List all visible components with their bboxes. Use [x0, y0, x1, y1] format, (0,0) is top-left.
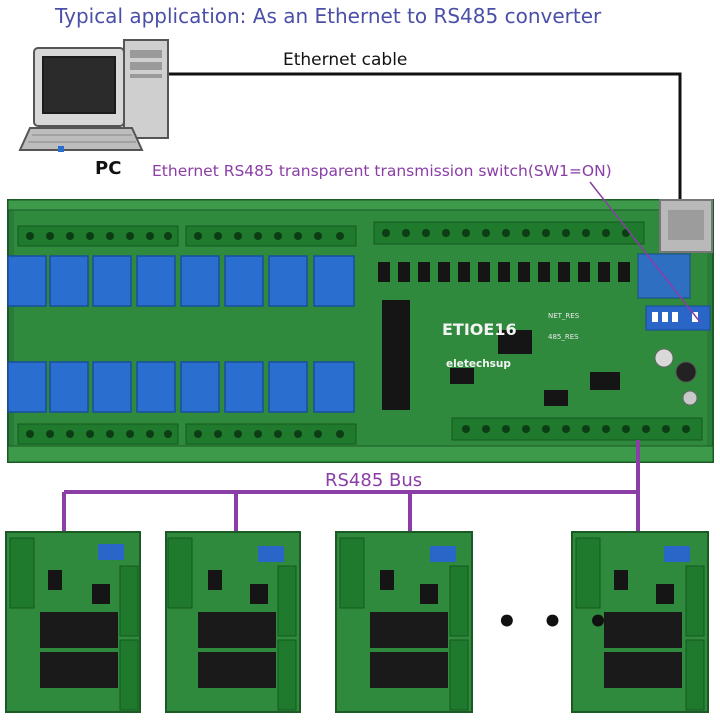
ethernet-cable-label: Ethernet cable — [283, 50, 408, 70]
board-model-label: ETIOE16 — [442, 320, 517, 339]
ethernet-cable-line — [165, 72, 682, 212]
rs485-bus-label: RS485 Bus — [325, 470, 423, 491]
rs485-slave-board-1 — [5, 531, 141, 713]
switch-pointer-line — [589, 181, 701, 323]
more-devices-ellipsis: • • • — [496, 602, 615, 642]
board-brand-label: eletechsup — [446, 358, 511, 370]
rs485-slave-board-3 — [335, 531, 473, 713]
rs485-slave-board-2 — [165, 531, 301, 713]
switch-annotation: Ethernet RS485 transparent transmission … — [152, 162, 612, 180]
net-res-label: NET_RES — [548, 312, 580, 320]
res485-label: 485_RES — [548, 333, 579, 341]
diagram-title: Typical application: As an Ethernet to R… — [55, 4, 602, 28]
rs485-slave-board-4 — [571, 531, 709, 713]
relay-icon — [7, 255, 355, 413]
main-controller-board — [7, 199, 714, 463]
pc-label: PC — [95, 158, 122, 179]
pc-computer-icon — [18, 39, 169, 152]
rs485-bus-lines — [62, 440, 640, 534]
